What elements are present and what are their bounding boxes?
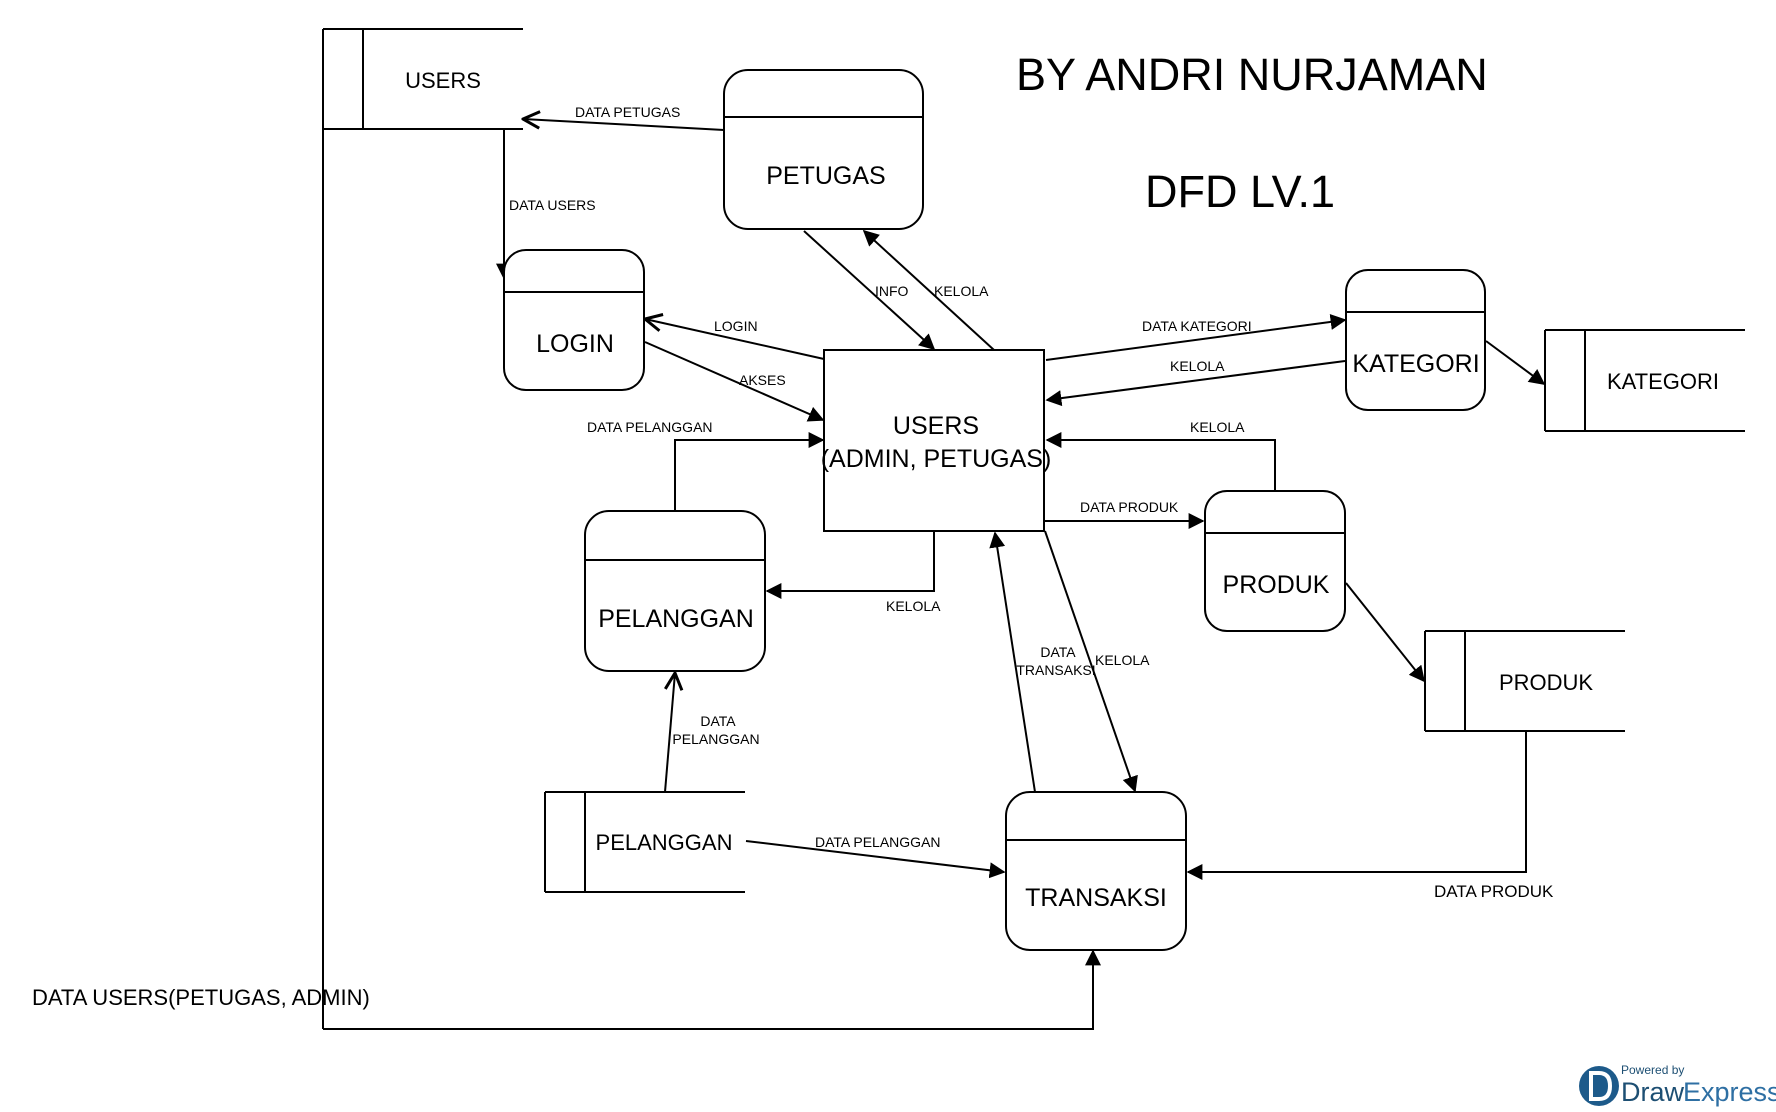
flow-label-data-petugas: DATA PETUGAS	[575, 104, 680, 120]
process-pelanggan[interactable]: PELANGGAN	[584, 510, 766, 672]
flow-label-kelola-pelanggan: KELOLA	[886, 598, 941, 614]
flow-data-transaksi	[989, 531, 1036, 793]
process-transaksi[interactable]: TRANSAKSI	[1005, 791, 1187, 951]
flow-kelola-produk	[1045, 432, 1276, 491]
flow-data-produk-store	[1186, 731, 1527, 880]
process-login[interactable]: LOGIN	[503, 249, 645, 391]
flow-kategori-to-store	[1485, 340, 1546, 385]
flow-label-kelola-transaksi: KELOLA	[1095, 652, 1150, 668]
level-title: DFD LV.1	[1145, 166, 1335, 217]
flow-data-pelanggan-top	[674, 432, 825, 511]
flow-label-data-kategori: DATA KATEGORI	[1142, 318, 1252, 334]
flow-label-kelola-kategori: KELOLA	[1170, 358, 1225, 374]
entity-users-line2: (ADMIN, PETUGAS)	[821, 445, 1052, 473]
datastore-users[interactable]: USERS	[322, 28, 523, 1029]
flow-label-data-pelanggan-store-1: DATA	[700, 713, 736, 729]
process-transaksi-label: TRANSAKSI	[1025, 884, 1167, 912]
process-petugas[interactable]: PETUGAS	[723, 69, 924, 230]
flow-info	[803, 230, 936, 351]
flow-label-data-users-bottom: DATA USERS(PETUGAS, ADMIN)	[32, 985, 370, 1010]
flow-kelola-pelanggan	[765, 531, 935, 599]
flow-label-data-pelanggan-top: DATA PELANGGAN	[587, 419, 713, 435]
process-petugas-label: PETUGAS	[766, 162, 885, 190]
flow-data-pelanggan-store	[664, 673, 675, 793]
flow-data-pelanggan-transaksi	[745, 840, 1006, 879]
flow-label-kelola-petugas: KELOLA	[934, 283, 989, 299]
flow-label-info: INFO	[875, 283, 909, 299]
process-produk-label: PRODUK	[1223, 571, 1330, 599]
flow-label-data-users: DATA USERS	[509, 197, 596, 213]
watermark-brand-express: Express	[1683, 1077, 1776, 1107]
flow-data-users-bottom: DATA USERS(PETUGAS, ADMIN)	[32, 949, 1101, 1030]
flow-data-kategori	[1045, 313, 1347, 361]
flow-kelola-petugas	[862, 229, 995, 351]
flow-label-data-pelanggan-store-2: PELANGGAN	[672, 731, 759, 747]
process-produk[interactable]: PRODUK	[1204, 490, 1346, 632]
flow-data-petugas	[523, 119, 725, 131]
process-kategori-label: KATEGORI	[1352, 350, 1479, 378]
flow-label-kelola-produk: KELOLA	[1190, 419, 1245, 435]
flow-produk-to-store	[1345, 582, 1425, 683]
process-kategori[interactable]: KATEGORI	[1345, 269, 1486, 411]
flow-kelola-kategori	[1045, 360, 1346, 407]
flow-akses	[644, 341, 825, 422]
flow-label-login: LOGIN	[714, 318, 758, 334]
flow-label-akses: AKSES	[739, 372, 786, 388]
watermark-brand-draw: Draw	[1621, 1077, 1685, 1107]
flow-label-data-transaksi-2: TRANSAKSI	[1016, 662, 1095, 678]
datastore-produk-label: PRODUK	[1499, 670, 1593, 695]
entity-users-line1: USERS	[893, 412, 979, 440]
flow-label-data-pelanggan-transaksi: DATA PELANGGAN	[815, 834, 941, 850]
flow-label-data-produk-store: DATA PRODUK	[1434, 882, 1554, 901]
flow-kelola-transaksi	[1044, 530, 1138, 793]
flow-label-data-transaksi-1: DATA	[1040, 644, 1076, 660]
datastore-kategori[interactable]: KATEGORI	[1544, 329, 1745, 432]
flow-label-data-produk: DATA PRODUK	[1080, 499, 1179, 515]
datastore-pelanggan[interactable]: PELANGGAN	[544, 791, 745, 893]
datastore-produk[interactable]: PRODUK	[1424, 630, 1625, 732]
flow-login	[645, 319, 825, 360]
datastore-kategori-label: KATEGORI	[1607, 369, 1719, 394]
process-pelanggan-label: PELANGGAN	[598, 605, 754, 633]
drawexpress-watermark: Powered by Draw Express	[1579, 1063, 1776, 1107]
watermark-powered-by: Powered by	[1621, 1063, 1684, 1077]
process-login-label: LOGIN	[536, 330, 614, 358]
entity-users[interactable]: USERS (ADMIN, PETUGAS)	[821, 349, 1052, 532]
author-title: BY ANDRI NURJAMAN	[1016, 49, 1488, 100]
datastore-users-label: USERS	[405, 68, 481, 93]
datastore-pelanggan-label: PELANGGAN	[596, 830, 733, 855]
